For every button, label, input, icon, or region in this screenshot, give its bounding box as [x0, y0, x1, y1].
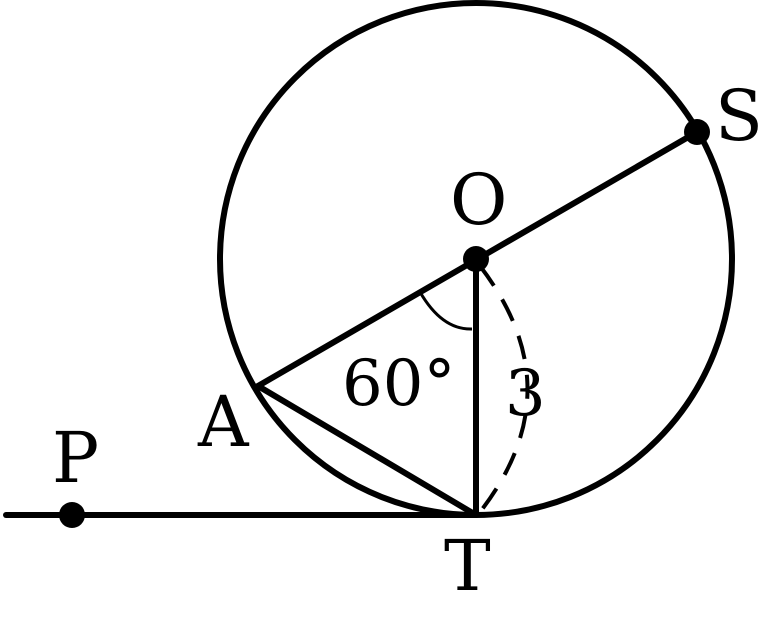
length-dimension-arc	[478, 264, 530, 514]
angle-arc	[418, 291, 473, 331]
point-p	[59, 502, 85, 528]
label-a: A	[197, 381, 250, 463]
label-p: P	[52, 417, 99, 499]
length-label: 3	[505, 357, 546, 431]
point-o	[463, 246, 489, 272]
label-o: O	[450, 159, 507, 241]
label-s: S	[715, 75, 763, 157]
label-t: T	[444, 525, 491, 607]
angle-label: 60°	[342, 347, 455, 421]
segment-a-t	[255, 383, 479, 518]
point-s	[684, 119, 710, 145]
